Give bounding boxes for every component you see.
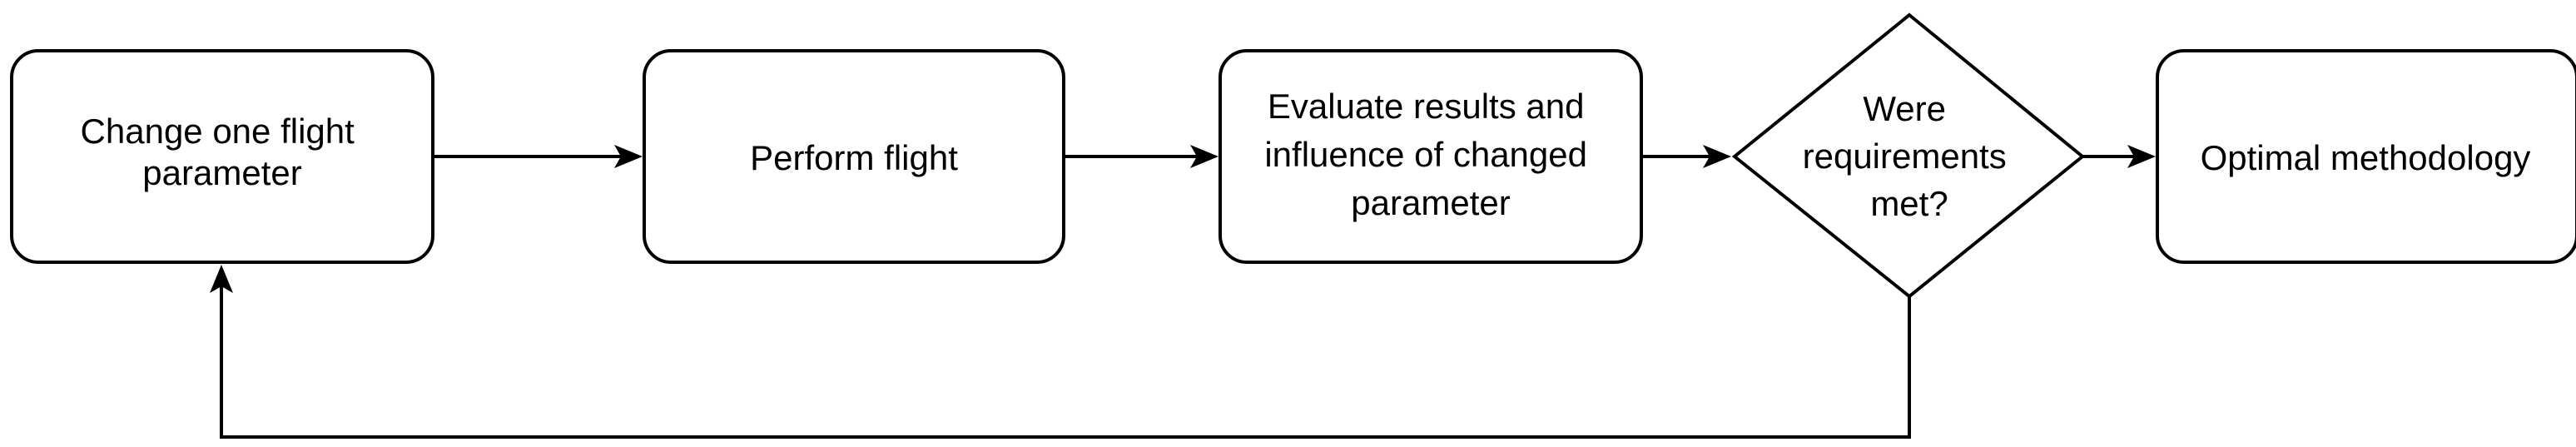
- svg-text:Change one flight parame: Change one flight parameter: [81, 112, 365, 192]
- node-change-line-2: parameter: [142, 153, 301, 192]
- arrowhead-evaluate: [1190, 145, 1219, 168]
- node-decision-line-3: met?: [1870, 184, 1948, 223]
- svg-text:Optimal methodology: Optimal methodology: [2201, 138, 2531, 177]
- connectors: [210, 145, 2156, 439]
- svg-text:Evaluate results and inf: Evaluate results and influence of change…: [1264, 87, 1596, 222]
- node-decision-line-1: Were: [1863, 89, 1946, 128]
- node-evaluate-results: Evaluate results and influence of change…: [1219, 49, 1643, 264]
- node-perform-flight: Perform flight: [643, 49, 1065, 264]
- node-evaluate-line-1: Evaluate results and: [1268, 87, 1585, 126]
- arrowhead-decision: [1703, 145, 1731, 168]
- arrowhead-optimal: [2127, 145, 2156, 168]
- node-evaluate-line-3: parameter: [1351, 183, 1510, 222]
- node-perform-line-1: Perform flight: [750, 138, 958, 177]
- node-decision-diamond: Were requirements met?: [1731, 12, 2086, 299]
- arrowhead-loop: [210, 265, 233, 293]
- node-change-line-1: Change one flight: [81, 112, 355, 151]
- node-optimal-methodology: Optimal methodology: [2156, 49, 2576, 264]
- arrowhead-perform: [614, 145, 643, 168]
- node-optimal-line-1: Optimal methodology: [2201, 138, 2531, 177]
- node-evaluate-line-2: influence of changed: [1264, 135, 1587, 174]
- svg-text:Were requirements: Were requirements met?: [1803, 89, 2017, 223]
- node-change-parameter: Change one flight parameter: [10, 49, 434, 264]
- arrow-loop-back: [220, 278, 1911, 439]
- node-decision-line-2: requirements: [1803, 137, 2007, 176]
- svg-text:Perform flight: Perform flight: [750, 138, 958, 177]
